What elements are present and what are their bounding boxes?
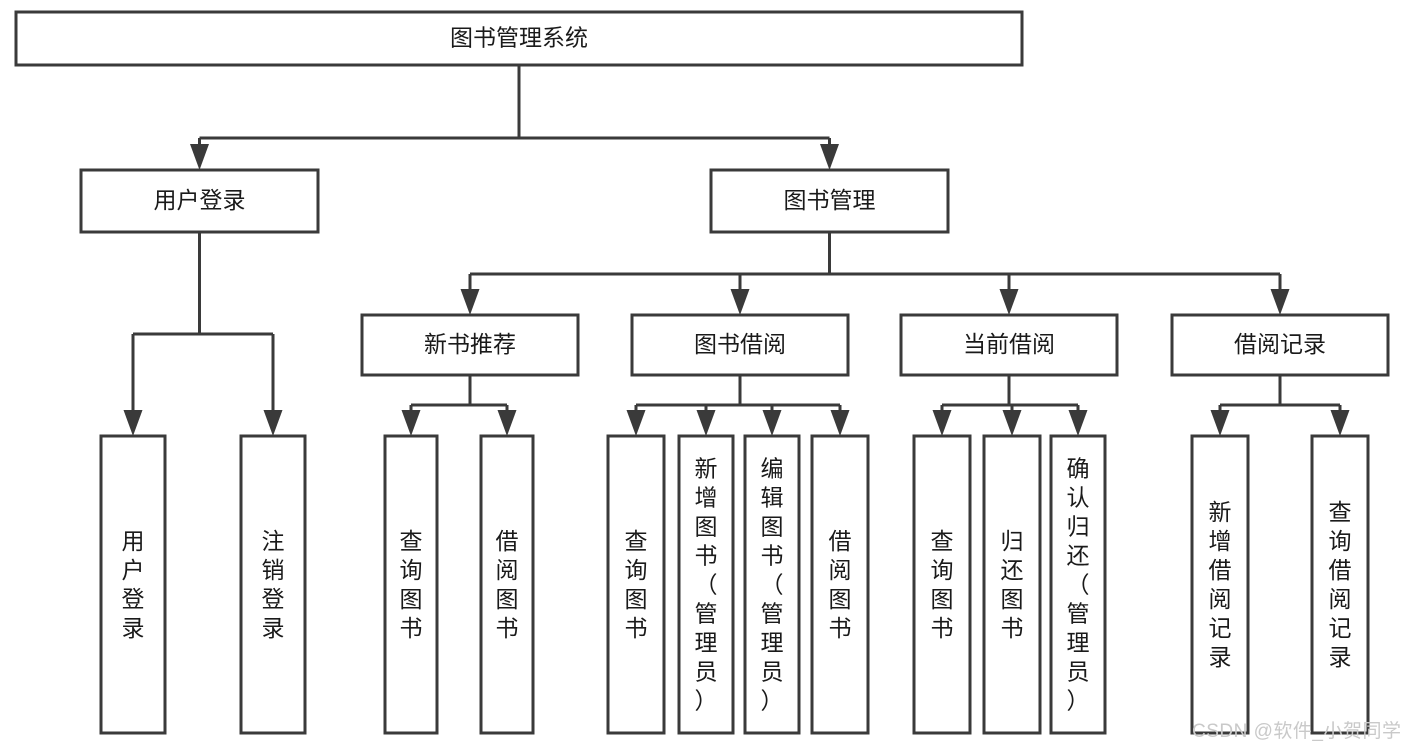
node-leaf-query-borrow-record[interactable]: 查询借阅记录: [1310, 434, 1370, 735]
node-label-leaf-borrow-book-rec: 借阅图书: [496, 528, 519, 641]
node-box-user-login: [79, 168, 320, 234]
node-book-borrow[interactable]: 图书借阅: [630, 313, 850, 377]
node-label-current-borrow: 当前借阅: [963, 331, 1055, 357]
node-box-book-borrow: [630, 313, 850, 377]
node-new-book-rec[interactable]: 新书推荐: [360, 313, 580, 377]
node-box-current-borrow: [899, 313, 1119, 377]
node-label-borrow-record: 借阅记录: [1234, 331, 1326, 357]
node-box-root: [14, 10, 1024, 67]
node-leaf-add-borrow-record[interactable]: 新增借阅记录: [1190, 434, 1250, 735]
node-box-leaf-add-book-admin: [677, 434, 735, 735]
node-leaf-user-login[interactable]: 用户登录: [99, 434, 167, 735]
node-box-leaf-query-book-current: [912, 434, 972, 735]
node-box-leaf-logout: [239, 434, 307, 735]
node-leaf-confirm-return-admin[interactable]: 确认归还（管理员）: [1049, 434, 1107, 735]
node-book-manage[interactable]: 图书管理: [709, 168, 950, 234]
node-borrow-record[interactable]: 借阅记录: [1170, 313, 1390, 377]
node-leaf-query-book-current[interactable]: 查询图书: [912, 434, 972, 735]
node-box-borrow-record: [1170, 313, 1390, 377]
node-box-leaf-edit-book-admin: [743, 434, 801, 735]
node-leaf-borrow-book[interactable]: 借阅图书: [810, 434, 870, 735]
node-box-leaf-query-book-rec: [383, 434, 439, 735]
node-label-leaf-query-borrow-record: 查询借阅记录: [1329, 499, 1352, 670]
node-label-leaf-edit-book-admin: 编辑图书（管理员）: [761, 456, 784, 714]
node-label-book-borrow: 图书借阅: [694, 331, 786, 357]
node-label-root: 图书管理系统: [450, 25, 588, 51]
node-label-leaf-return-book: 归还图书: [1001, 528, 1024, 641]
node-label-leaf-add-book-admin: 新增图书（管理员）: [695, 456, 718, 714]
node-box-leaf-borrow-book-rec: [479, 434, 535, 735]
node-user-login[interactable]: 用户登录: [79, 168, 320, 234]
node-label-leaf-user-login: 用户登录: [122, 528, 145, 641]
node-label-user-login: 用户登录: [154, 187, 246, 213]
csdn-watermark: CSDN @软件_小贺同学: [1192, 721, 1402, 742]
node-leaf-query-book-borrow[interactable]: 查询图书: [606, 434, 666, 735]
node-label-leaf-add-borrow-record: 新增借阅记录: [1209, 499, 1232, 670]
node-box-leaf-return-book: [982, 434, 1042, 735]
node-label-leaf-query-book-current: 查询图书: [931, 528, 954, 641]
node-current-borrow[interactable]: 当前借阅: [899, 313, 1119, 377]
node-leaf-borrow-book-rec[interactable]: 借阅图书: [479, 434, 535, 735]
node-leaf-return-book[interactable]: 归还图书: [982, 434, 1042, 735]
node-label-leaf-logout: 注销登录: [262, 528, 285, 641]
node-box-leaf-add-borrow-record: [1190, 434, 1250, 735]
node-label-book-manage: 图书管理: [784, 187, 876, 213]
node-leaf-edit-book-admin[interactable]: 编辑图书（管理员）: [743, 434, 801, 735]
node-label-leaf-borrow-book: 借阅图书: [829, 528, 852, 641]
node-box-leaf-query-borrow-record: [1310, 434, 1370, 735]
node-label-leaf-query-book-borrow: 查询图书: [625, 528, 648, 641]
node-leaf-query-book-rec[interactable]: 查询图书: [383, 434, 439, 735]
node-root[interactable]: 图书管理系统: [14, 10, 1024, 67]
node-box-leaf-confirm-return-admin: [1049, 434, 1107, 735]
node-label-leaf-query-book-rec: 查询图书: [400, 528, 423, 641]
node-layer: 图书管理系统用户登录图书管理新书推荐图书借阅当前借阅借阅记录用户登录注销登录查询…: [14, 10, 1390, 735]
node-box-leaf-user-login: [99, 434, 167, 735]
node-leaf-logout[interactable]: 注销登录: [239, 434, 307, 735]
edge-layer: [123, 65, 1350, 436]
node-box-leaf-query-book-borrow: [606, 434, 666, 735]
node-box-leaf-borrow-book: [810, 434, 870, 735]
node-label-leaf-confirm-return-admin: 确认归还（管理员）: [1067, 456, 1090, 714]
node-box-book-manage: [709, 168, 950, 234]
node-leaf-add-book-admin[interactable]: 新增图书（管理员）: [677, 434, 735, 735]
node-label-new-book-rec: 新书推荐: [424, 331, 516, 357]
node-box-new-book-rec: [360, 313, 580, 377]
